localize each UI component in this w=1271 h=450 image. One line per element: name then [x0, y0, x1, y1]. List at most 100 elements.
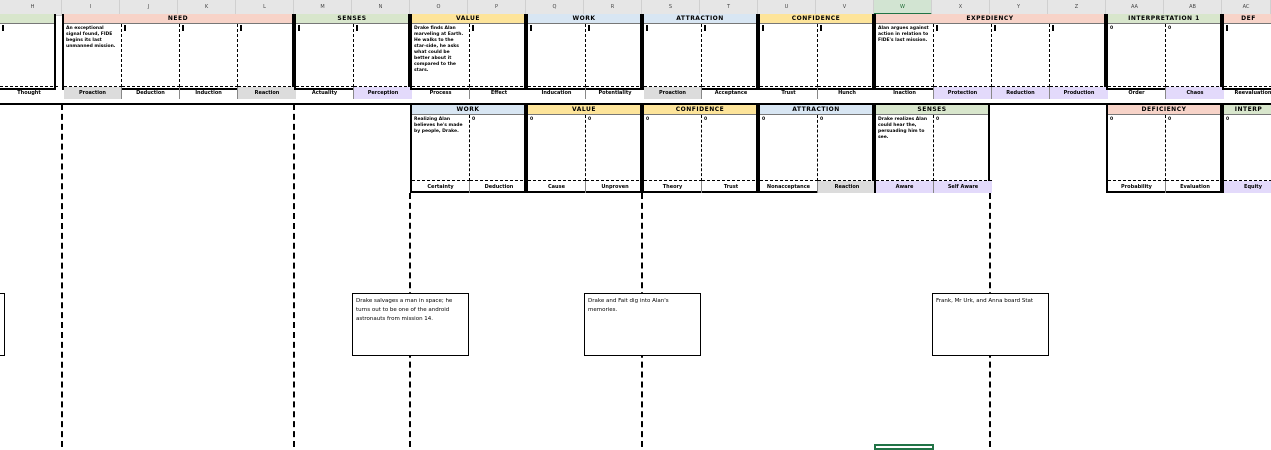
column-header-u[interactable]: U: [758, 0, 816, 15]
column-header-r[interactable]: R: [584, 0, 642, 15]
column-header-z[interactable]: Z: [1048, 0, 1106, 15]
element-label[interactable]: Inaction: [876, 87, 934, 99]
element-label[interactable]: Evaluation: [1180, 184, 1210, 190]
plot-event-box[interactable]: [0, 293, 5, 356]
column-header-x[interactable]: X: [932, 0, 990, 15]
element-label[interactable]: Unproven: [601, 184, 629, 190]
selected-cell[interactable]: [874, 444, 934, 450]
element-label[interactable]: Cause: [528, 181, 586, 193]
element-label[interactable]: Protection: [934, 87, 992, 99]
story-cell[interactable]: Drake finds Alan marveling at Earth. He …: [412, 24, 470, 87]
story-cell[interactable]: [296, 24, 354, 87]
column-header-s[interactable]: S: [642, 0, 700, 15]
column-header-k[interactable]: K: [178, 0, 236, 15]
element-label[interactable]: Actuality: [296, 87, 354, 99]
element-label[interactable]: Deduction: [484, 184, 514, 190]
story-cell[interactable]: [470, 24, 528, 87]
element-label[interactable]: Equity: [1224, 181, 1271, 193]
story-cell[interactable]: 0: [644, 115, 702, 181]
story-cell[interactable]: An exceptional signal found, FIDE begins…: [64, 24, 122, 87]
story-cell[interactable]: [934, 24, 992, 87]
story-cell[interactable]: 0: [934, 115, 992, 181]
column-header-l[interactable]: L: [236, 0, 294, 15]
story-cell[interactable]: Drake realizes Alan could hear the, pers…: [876, 115, 934, 181]
column-header-v[interactable]: V: [816, 0, 874, 15]
story-cell[interactable]: [528, 24, 586, 87]
element-label[interactable]: Certainty: [412, 181, 470, 193]
element-label[interactable]: Theory: [644, 181, 702, 193]
story-cell[interactable]: 0: [1166, 24, 1224, 87]
story-cell[interactable]: 0: [818, 115, 876, 181]
story-cell[interactable]: 0: [586, 115, 644, 181]
element-label[interactable]: Proaction: [644, 87, 702, 99]
story-cell[interactable]: [818, 24, 876, 87]
story-cell[interactable]: 0: [1108, 24, 1166, 87]
story-cell[interactable]: [702, 24, 760, 87]
story-cell[interactable]: 0: [528, 115, 586, 181]
column-header-j[interactable]: J: [120, 0, 178, 15]
element-label[interactable]: Effect: [490, 90, 508, 96]
column-header-y[interactable]: Y: [990, 0, 1048, 15]
element-label[interactable]: Reaction: [818, 181, 876, 193]
story-cell[interactable]: [992, 24, 1050, 87]
story-cell[interactable]: [586, 24, 644, 87]
story-cell[interactable]: [644, 24, 702, 87]
element-label[interactable]: Hunch: [838, 90, 856, 96]
column-header-h[interactable]: H: [4, 0, 62, 15]
element-label[interactable]: Reduction: [992, 87, 1050, 99]
story-cell[interactable]: 0: [1224, 115, 1271, 181]
column-header-n[interactable]: N: [352, 0, 410, 15]
element-label[interactable]: Perception: [354, 87, 412, 99]
element-label[interactable]: Process: [412, 87, 470, 99]
story-cell[interactable]: 0: [470, 115, 528, 181]
element-label[interactable]: Self Aware: [934, 181, 992, 193]
element-label[interactable]: Reevaluation: [1234, 90, 1271, 96]
story-cell[interactable]: [1224, 24, 1271, 87]
story-cell[interactable]: [354, 24, 412, 87]
element-label[interactable]: Probability: [1108, 181, 1166, 193]
element-label[interactable]: Chaos: [1166, 87, 1224, 99]
column-header-aa[interactable]: AA: [1106, 0, 1164, 15]
story-cell[interactable]: 0: [760, 115, 818, 181]
story-cell[interactable]: [238, 24, 296, 87]
story-cell[interactable]: 0: [1166, 115, 1224, 181]
column-header-ac[interactable]: AC: [1222, 0, 1271, 15]
element-label[interactable]: Induction: [180, 87, 238, 99]
column-header-o[interactable]: O: [410, 0, 468, 15]
element-label[interactable]: Potentiality: [598, 90, 632, 96]
column-header-t[interactable]: T: [700, 0, 758, 15]
element-label[interactable]: Production: [1050, 87, 1108, 99]
element-label[interactable]: Acceptance: [714, 90, 748, 96]
element-label[interactable]: Aware: [876, 181, 934, 193]
plot-event-box[interactable]: Drake and Fait dig into Alan's memories.: [584, 293, 701, 356]
story-cell[interactable]: [122, 24, 180, 87]
element-label[interactable]: Deduction: [122, 87, 180, 99]
column-header-w[interactable]: W: [874, 0, 932, 15]
element-label[interactable]: Order: [1108, 87, 1166, 99]
element-label[interactable]: Proaction: [64, 87, 122, 99]
story-cell[interactable]: [0, 24, 58, 87]
column-header-m[interactable]: M: [294, 0, 352, 15]
story-cell[interactable]: 0: [1108, 115, 1166, 181]
element-label[interactable]: Reaction: [238, 87, 296, 99]
story-cell[interactable]: Alan argues against action in relation t…: [876, 24, 934, 87]
story-cell[interactable]: 0: [702, 115, 760, 181]
story-cell[interactable]: [180, 24, 238, 87]
column-header-ab[interactable]: AB: [1164, 0, 1222, 15]
plot-event-box[interactable]: Drake salvages a man in space; he turns …: [352, 293, 469, 356]
story-cell[interactable]: [1050, 24, 1108, 87]
plot-event-box[interactable]: Frank, Mr Urk, and Anna board Stat: [932, 293, 1049, 356]
element-label[interactable]: Trust: [760, 87, 818, 99]
column-header-q[interactable]: Q: [526, 0, 584, 15]
element-label[interactable]: Inducation: [528, 87, 586, 99]
story-cell[interactable]: Realizing Alan believes he's made by peo…: [412, 115, 470, 181]
story-cell[interactable]: [760, 24, 818, 87]
column-header-p[interactable]: P: [468, 0, 526, 15]
element-label[interactable]: Nonacceptance: [760, 181, 818, 193]
element-label[interactable]: Trust: [723, 184, 739, 190]
element-label[interactable]: Thought: [17, 90, 41, 96]
column-header-i[interactable]: I: [62, 0, 120, 15]
